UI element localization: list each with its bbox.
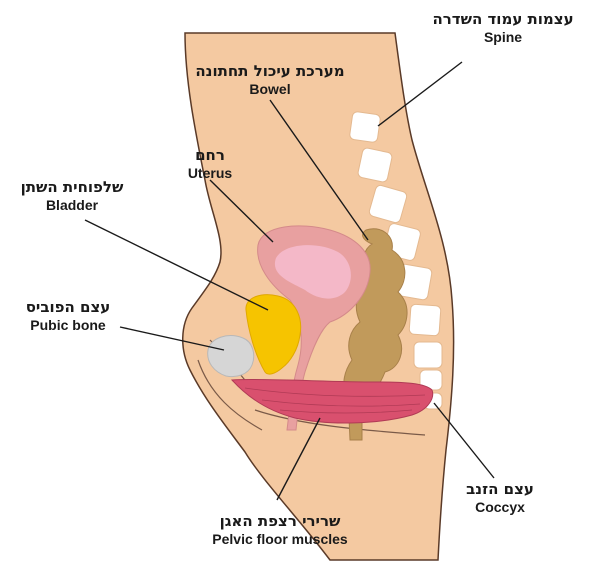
label-spine-hebrew: עצמות עמוד השדרה [418,10,588,28]
label-uterus-hebrew: רחם [170,146,250,164]
label-coccyx: עצם הזנב Coccyx [445,480,555,515]
label-pubic-bone-english: Pubic bone [8,317,128,333]
label-uterus: רחם Uterus [170,146,250,181]
label-coccyx-hebrew: עצם הזנב [445,480,555,498]
label-uterus-english: Uterus [170,165,250,181]
label-bladder: שלפוחית השתן Bladder [4,178,140,213]
label-bowel: מערכת עיכול תחתונה Bowel [180,62,360,97]
label-coccyx-english: Coccyx [445,499,555,515]
label-pubic-bone-hebrew: עצם הפוביס [8,298,128,316]
label-bowel-hebrew: מערכת עיכול תחתונה [180,62,360,80]
label-pelvic-floor: שרירי רצפת האגן Pelvic floor muscles [175,512,385,547]
label-pubic-bone: עצם הפוביס Pubic bone [8,298,128,333]
label-bladder-english: Bladder [4,197,140,213]
label-bowel-english: Bowel [180,81,360,97]
label-spine: עצמות עמוד השדרה Spine [418,10,588,45]
label-pelvic-floor-hebrew: שרירי רצפת האגן [175,512,385,530]
label-spine-english: Spine [418,29,588,45]
label-bladder-hebrew: שלפוחית השתן [4,178,140,196]
label-pelvic-floor-english: Pelvic floor muscles [175,531,385,547]
